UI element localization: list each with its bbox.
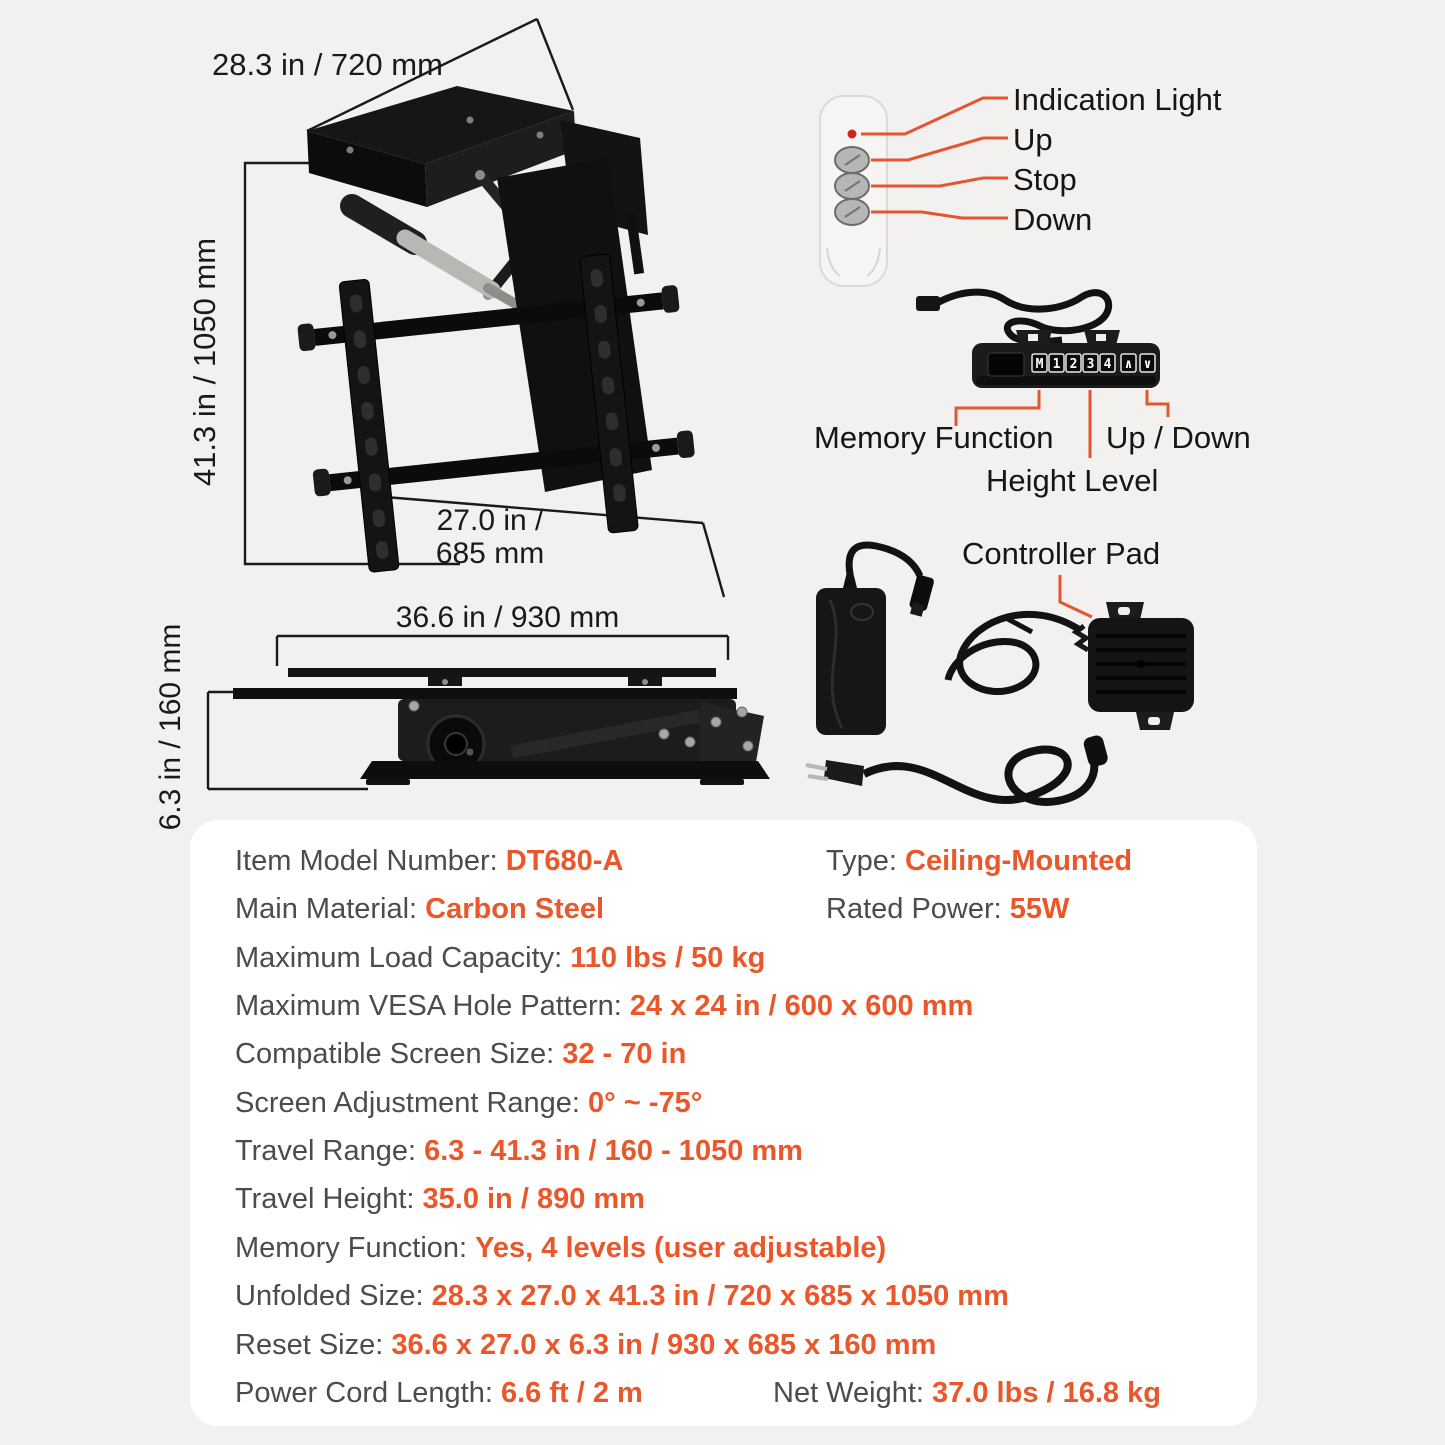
keypad-callout-lines	[954, 390, 1170, 458]
remote-buttons	[834, 146, 870, 226]
spec-row-rated-power: Rated Power: 55W	[826, 889, 1069, 929]
spec-label: Maximum Load Capacity:	[235, 942, 571, 974]
spec-panel: Item Model Number: DT680-A Main Material…	[190, 820, 1257, 1426]
spec-value: 24 x 24 in / 600 x 600 mm	[629, 990, 974, 1022]
keypad-illustration: M 1 2 3 4 ∧ ∨	[916, 288, 1170, 458]
spec-value: DT680-A	[505, 845, 624, 877]
spec-value: 28.3 x 27.0 x 41.3 in / 720 x 685 x 1050…	[431, 1280, 1009, 1312]
spec-value: 110 lbs / 50 kg	[570, 942, 766, 974]
keypad-label-height-level: Height Level	[986, 463, 1159, 498]
spec-value: Ceiling-Mounted	[905, 845, 1133, 877]
remote-label-indication-light: Indication Light	[1013, 82, 1222, 117]
spec-label: Memory Function:	[235, 1232, 476, 1264]
remote-callout-lines	[861, 96, 1008, 220]
remote-label-down: Down	[1013, 202, 1093, 237]
unfolded-mount-illustration	[243, 17, 726, 598]
keypad-cable	[935, 288, 1113, 346]
spec-label: Power Cord Length:	[235, 1377, 501, 1409]
power-cord-illustration	[805, 735, 1108, 806]
spec-row-unfolded-size: Unfolded Size: 28.3 x 27.0 x 41.3 in / 7…	[235, 1276, 1009, 1316]
remote-illustration	[819, 95, 1008, 287]
spec-value: Carbon Steel	[425, 893, 605, 925]
unfolded-height-label: 41.3 in / 1050 mm	[187, 237, 222, 487]
spec-row-power-cord: Power Cord Length: 6.6 ft / 2 m	[235, 1373, 643, 1413]
spec-row-adjustment-range: Screen Adjustment Range: 0° ~ -75°	[235, 1083, 702, 1123]
spec-value: 6.3 - 41.3 in / 160 - 1050 mm	[424, 1135, 803, 1167]
spec-row-travel-range: Travel Range: 6.3 - 41.3 in / 160 - 1050…	[235, 1131, 803, 1171]
spec-label: Item Model Number:	[235, 845, 506, 877]
cord-connector	[1083, 735, 1108, 767]
spec-value: 36.6 x 27.0 x 6.3 in / 930 x 685 x 160 m…	[391, 1329, 937, 1361]
spec-value: 55W	[1009, 893, 1070, 925]
spec-row-load-capacity: Maximum Load Capacity: 110 lbs / 50 kg	[235, 938, 765, 978]
spec-label: Maximum VESA Hole Pattern:	[235, 990, 630, 1022]
power-cord-cable	[862, 745, 1099, 806]
actuator-cylinder	[396, 229, 501, 299]
spec-label: Unfolded Size:	[235, 1280, 432, 1312]
remote-label-up: Up	[1013, 122, 1053, 157]
spec-row-screen-size: Compatible Screen Size: 32 - 70 in	[235, 1034, 686, 1074]
bracket-width-label: 27.0 in / 685 mm	[435, 504, 545, 570]
spec-row-vesa: Maximum VESA Hole Pattern: 24 x 24 in / …	[235, 986, 973, 1026]
spec-row-reset-size: Reset Size: 36.6 x 27.0 x 6.3 in / 930 x…	[235, 1325, 936, 1365]
folded-width-label: 36.6 in / 930 mm	[395, 601, 620, 634]
spec-label: Net Weight:	[773, 1377, 933, 1409]
controller-pad-cable	[944, 611, 1082, 696]
controller-pad-label: Controller Pad	[962, 536, 1161, 571]
spec-value: 0° ~ -75°	[588, 1087, 703, 1119]
keypad-button-memory: M	[1036, 357, 1044, 372]
spec-value: 6.6 ft / 2 m	[500, 1377, 643, 1409]
spec-row-type: Type: Ceiling-Mounted	[826, 841, 1132, 881]
keypad-button-3: 3	[1087, 357, 1095, 372]
spec-row-net-weight: Net Weight: 37.0 lbs / 16.8 kg	[773, 1373, 1161, 1413]
indication-light-led	[847, 129, 857, 139]
spec-label: Main Material:	[235, 893, 426, 925]
keypad-button-up: ∧	[1125, 357, 1133, 372]
spec-value: Yes, 4 levels (user adjustable)	[475, 1232, 887, 1264]
spec-row-material: Main Material: Carbon Steel	[235, 889, 604, 929]
spec-row-model: Item Model Number: DT680-A	[235, 841, 623, 881]
keypad-button-2: 2	[1070, 357, 1078, 372]
spec-row-memory-function: Memory Function: Yes, 4 levels (user adj…	[235, 1228, 886, 1268]
spec-label: Reset Size:	[235, 1329, 392, 1361]
spec-label: Travel Range:	[235, 1135, 425, 1167]
controller-pad-illustration	[944, 575, 1194, 730]
keypad-button-4: 4	[1104, 357, 1112, 372]
spec-value: 37.0 lbs / 16.8 kg	[932, 1377, 1161, 1409]
unfolded-width-label: 28.3 in / 720 mm	[212, 47, 443, 82]
spec-label: Type:	[826, 845, 905, 877]
power-plug	[824, 760, 864, 786]
vesa-bracket	[297, 253, 695, 573]
dc-connector	[909, 575, 934, 611]
keypad-button-down: ∨	[1144, 357, 1152, 372]
spec-label: Rated Power:	[826, 893, 1010, 925]
remote-label-stop: Stop	[1013, 162, 1077, 197]
controller-pad-callout-line	[1058, 575, 1093, 619]
spec-label: Compatible Screen Size:	[235, 1038, 563, 1070]
keypad-label-memory-function: Memory Function	[814, 420, 1054, 455]
spec-value: 32 - 70 in	[562, 1038, 687, 1070]
rj45-plug	[916, 296, 940, 311]
spec-label: Travel Height:	[235, 1183, 423, 1215]
keypad-button-1: 1	[1053, 357, 1061, 372]
keypad-buttons: M 1 2 3 4 ∧ ∨	[1031, 353, 1156, 373]
spec-label: Screen Adjustment Range:	[235, 1087, 589, 1119]
spec-value: 35.0 in / 890 mm	[422, 1183, 645, 1215]
folded-height-label: 6.3 in / 160 mm	[154, 623, 187, 831]
keypad-display	[987, 352, 1025, 377]
spec-row-travel-height: Travel Height: 35.0 in / 890 mm	[235, 1179, 645, 1219]
keypad-label-up-down: Up / Down	[1106, 420, 1251, 455]
folded-mount-illustration	[206, 634, 770, 791]
power-adapter-illustration	[816, 541, 934, 735]
dimension-lines-unfolded	[243, 17, 726, 598]
